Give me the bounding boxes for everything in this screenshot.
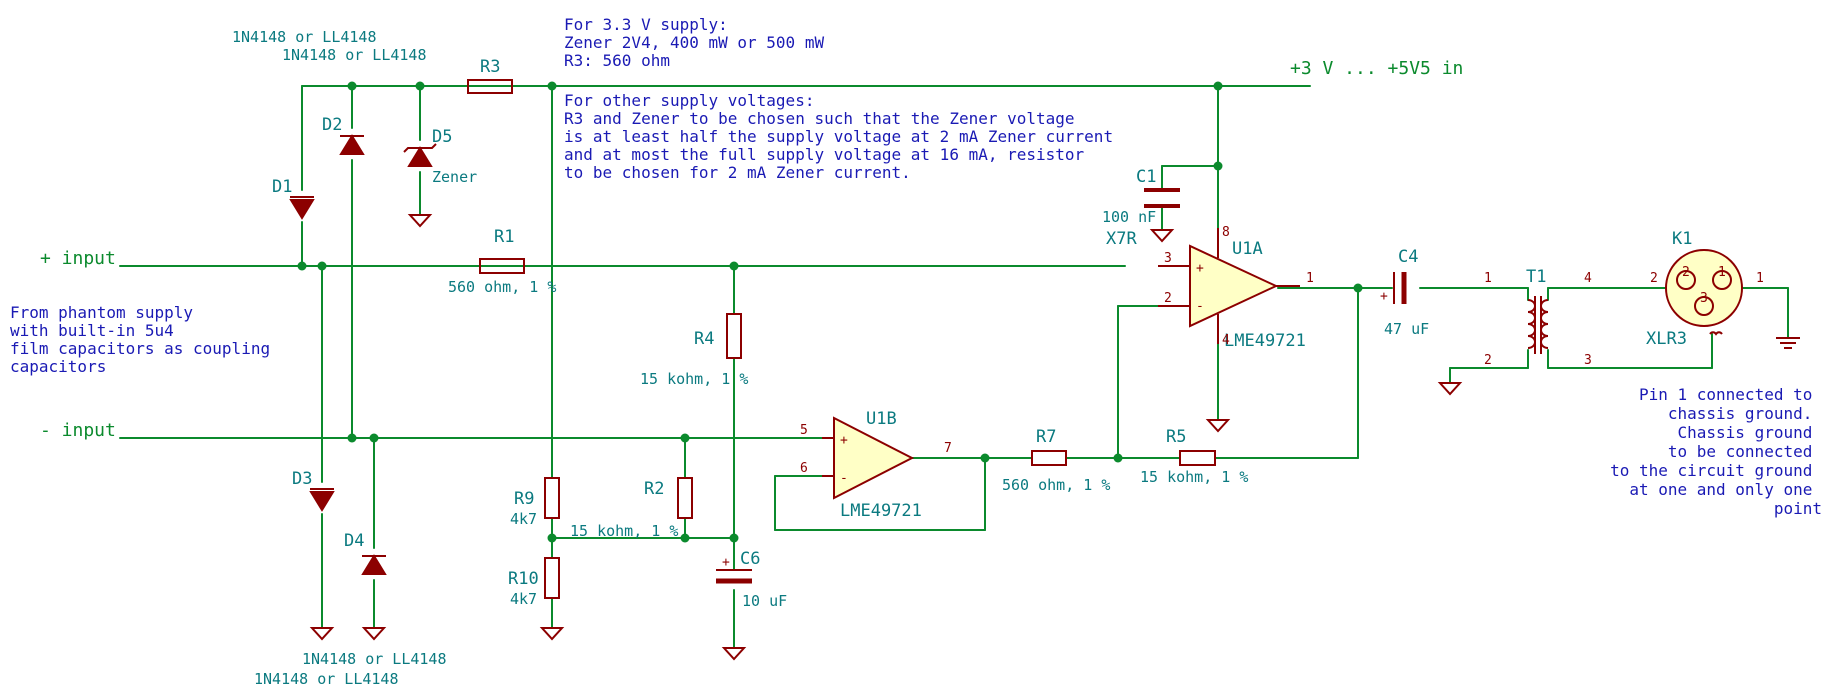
r2-value: 15 kohm, 1 % bbox=[570, 522, 678, 540]
k1-pin-1-wire: 1 bbox=[1756, 271, 1764, 286]
d4-ref: D4 bbox=[344, 531, 364, 551]
zener-diode-d5 bbox=[403, 143, 437, 167]
d2-ref: D2 bbox=[322, 115, 342, 135]
u1a-pin-in-plus: 3 bbox=[1164, 251, 1172, 266]
r7-ref: R7 bbox=[1036, 427, 1056, 447]
r2-ref: R2 bbox=[644, 479, 664, 499]
c6-value: 10 uF bbox=[742, 592, 787, 610]
k1-pin-2: 2 bbox=[1682, 265, 1690, 280]
resistor-r4 bbox=[726, 313, 742, 359]
u1a-pin-in-minus: 2 bbox=[1164, 291, 1172, 306]
note-phantom-supply: From phantom supply with built-in 5u4 fi… bbox=[10, 303, 280, 376]
u1a-sign-minus: - bbox=[1196, 299, 1204, 314]
note-other-supply: For other supply voltages: R3 and Zener … bbox=[564, 91, 1123, 182]
u1b-pin-out: 7 bbox=[944, 441, 952, 456]
t1-pin-4: 4 bbox=[1584, 271, 1592, 286]
r10-ref: R10 bbox=[508, 569, 539, 589]
r3-ref: R3 bbox=[480, 57, 500, 77]
c6-sign-plus: + bbox=[722, 555, 730, 570]
r7-value: 560 ohm, 1 % bbox=[1002, 476, 1110, 494]
u1a-pin-vplus: 8 bbox=[1222, 225, 1230, 240]
net-label-plus-input: + input bbox=[40, 248, 116, 269]
diode-d2 bbox=[339, 134, 365, 155]
t1-ref: T1 bbox=[1526, 267, 1546, 287]
u1a-value: LME49721 bbox=[1224, 331, 1306, 351]
c4-sign-plus: + bbox=[1380, 289, 1388, 304]
u1a-pin-vminus: 4 bbox=[1222, 333, 1230, 348]
c1-dielectric: X7R bbox=[1106, 229, 1137, 249]
u1b-pin-in-plus: 5 bbox=[800, 423, 808, 438]
resistor-r2 bbox=[677, 477, 693, 519]
c1-value: 100 nF bbox=[1102, 208, 1156, 226]
d1-ref: D1 bbox=[272, 177, 292, 197]
ground-symbols bbox=[309, 214, 1800, 661]
diode-d4 bbox=[361, 554, 387, 575]
c6-ref: C6 bbox=[740, 549, 760, 569]
capacitor-c4 bbox=[1393, 272, 1407, 304]
note-3v3-supply: For 3.3 V supply: Zener 2V4, 400 mW or 5… bbox=[564, 15, 834, 70]
d2-value: 1N4148 or LL4148 bbox=[282, 46, 427, 64]
u1b-ref: U1B bbox=[866, 409, 897, 429]
net-label-supply: +3 V ... +5V5 in bbox=[1290, 58, 1463, 79]
k1-pin-1: 1 bbox=[1718, 265, 1726, 280]
d3-value: 1N4148 or LL4148 bbox=[302, 650, 447, 668]
k1-ref: K1 bbox=[1672, 229, 1692, 249]
opamp-u1a bbox=[1158, 228, 1300, 344]
transformer-t1 bbox=[1527, 296, 1549, 354]
resistor-r5 bbox=[1179, 450, 1216, 466]
k1-pin-2-wire: 2 bbox=[1650, 271, 1658, 286]
d5-ref: D5 bbox=[432, 127, 452, 147]
resistor-r9 bbox=[544, 477, 560, 519]
u1b-value: LME49721 bbox=[840, 501, 922, 521]
c4-value: 47 uF bbox=[1384, 320, 1429, 338]
c1-ref: C1 bbox=[1136, 167, 1156, 187]
r10-value: 4k7 bbox=[510, 590, 537, 608]
d1-value: 1N4148 or LL4148 bbox=[232, 28, 377, 46]
r1-value: 560 ohm, 1 % bbox=[448, 278, 556, 296]
r9-value: 4k7 bbox=[510, 510, 537, 528]
r4-ref: R4 bbox=[694, 329, 714, 349]
t1-pin-2: 2 bbox=[1484, 353, 1492, 368]
capacitor-c6 bbox=[716, 569, 752, 584]
resistor-r7 bbox=[1031, 450, 1067, 466]
k1-pin-3: 3 bbox=[1700, 291, 1708, 306]
u1a-ref: U1A bbox=[1232, 239, 1263, 259]
k1-value: XLR3 bbox=[1646, 329, 1687, 349]
xlr-connector-k1 bbox=[1665, 249, 1743, 336]
resistor-r10 bbox=[544, 557, 560, 599]
opamp-u1b bbox=[822, 416, 915, 500]
r1-ref: R1 bbox=[494, 227, 514, 247]
d4-value: 1N4148 or LL4148 bbox=[254, 670, 399, 688]
t1-pin-1: 1 bbox=[1484, 271, 1492, 286]
u1a-sign-plus: + bbox=[1196, 261, 1204, 276]
r5-ref: R5 bbox=[1166, 427, 1186, 447]
u1b-sign-minus: - bbox=[840, 471, 848, 486]
diode-d3 bbox=[309, 488, 335, 512]
capacitor-c1 bbox=[1144, 188, 1180, 208]
resistor-r3 bbox=[467, 79, 513, 94]
r5-value: 15 kohm, 1 % bbox=[1140, 468, 1248, 486]
c4-ref: C4 bbox=[1398, 247, 1418, 267]
resistor-r1 bbox=[479, 258, 525, 274]
u1a-pin-out: 1 bbox=[1306, 271, 1314, 286]
note-pin1-ground: Pin 1 connected to chassis ground. Chass… bbox=[1610, 385, 1822, 518]
net-label-minus-input: - input bbox=[40, 420, 116, 441]
r4-value: 15 kohm, 1 % bbox=[640, 370, 748, 388]
diode-d1 bbox=[289, 196, 315, 220]
t1-pin-3: 3 bbox=[1584, 353, 1592, 368]
r9-ref: R9 bbox=[514, 489, 534, 509]
junction-dots bbox=[297, 81, 1363, 543]
d3-ref: D3 bbox=[292, 469, 312, 489]
d5-value: Zener bbox=[432, 168, 477, 186]
u1b-sign-plus: + bbox=[840, 433, 848, 448]
u1b-pin-in-minus: 6 bbox=[800, 461, 808, 476]
